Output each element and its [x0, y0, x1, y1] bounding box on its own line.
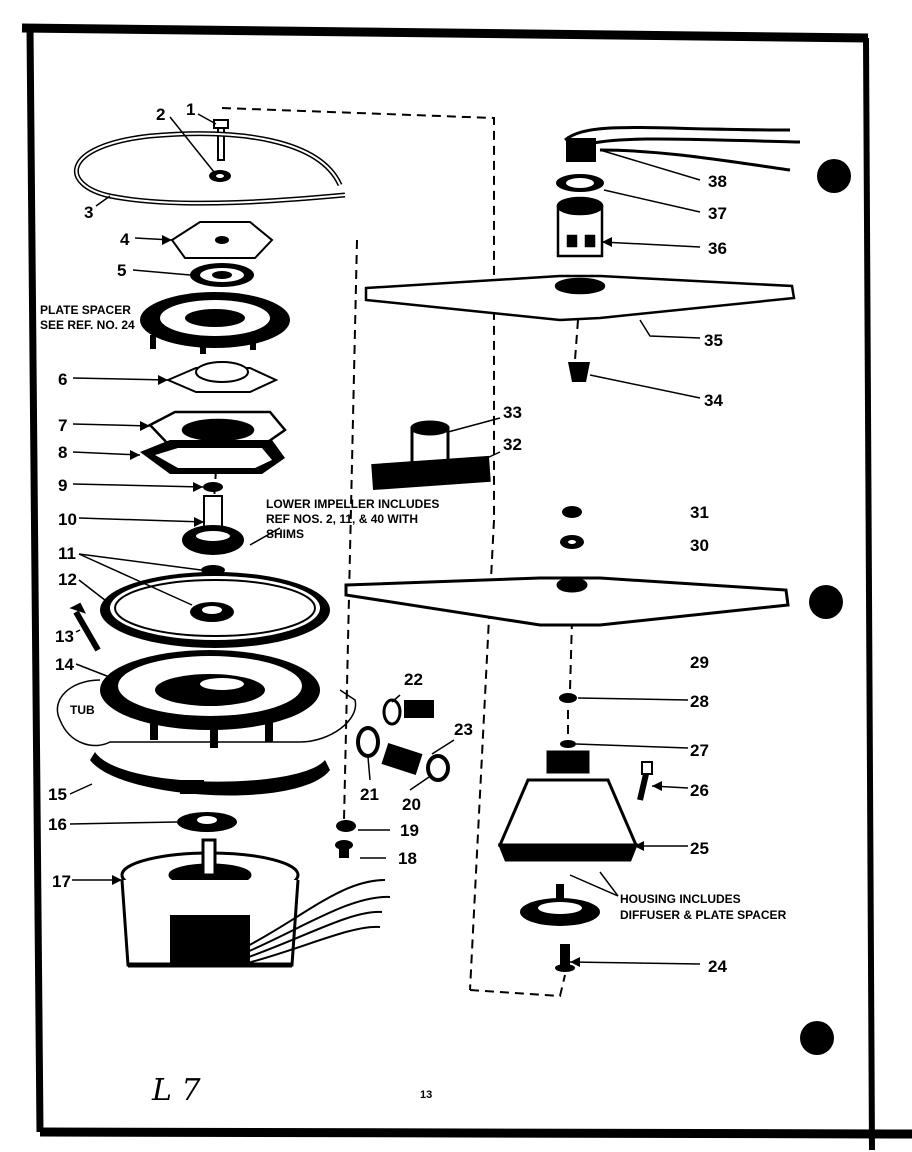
note-tub: TUB: [70, 703, 95, 717]
part-20-clamp: [426, 754, 450, 782]
label-6: 6: [58, 370, 67, 389]
label-4: 4: [120, 230, 130, 249]
part-27-ring: [560, 740, 576, 748]
page-number: 13: [420, 1089, 432, 1101]
label-1: 1: [186, 100, 195, 119]
note-plate-spacer-1: PLATE SPACER: [40, 303, 131, 317]
label-16: 16: [48, 815, 67, 834]
part-12-ring: [100, 572, 330, 648]
page-border: [21, 23, 912, 1151]
label-17: 17: [52, 872, 71, 891]
part-1-screw: [213, 119, 229, 161]
label-10: 10: [58, 510, 77, 529]
part-36-bearing: [556, 196, 604, 258]
tub-outline: [56, 679, 357, 747]
label-23: 23: [454, 720, 473, 739]
note-housing-1: HOUSING INCLUDES: [620, 892, 741, 906]
label-37: 37: [708, 204, 727, 223]
label-15: 15: [48, 785, 67, 804]
arrow-heads: [112, 235, 662, 967]
label-7: 7: [58, 416, 67, 435]
part-21-clamp: [356, 726, 380, 758]
punch-hole-bottom: [800, 1021, 834, 1055]
part-29-lower-spray-arm: [344, 576, 790, 627]
part-18-plug: [335, 840, 353, 858]
part-33-cylinder: [410, 420, 450, 468]
label-9: 9: [58, 476, 67, 495]
part-10-lower-impeller: [182, 495, 244, 555]
label-21: 21: [360, 785, 379, 804]
part-25-housing: [497, 750, 639, 862]
label-2: 2: [156, 105, 165, 124]
callout-notes: PLATE SPACER SEE REF. NO. 24 LOWER IMPEL…: [40, 303, 787, 922]
label-24: 24: [708, 957, 727, 976]
note-lower-impeller-1: LOWER IMPELLER INCLUDES: [266, 497, 439, 511]
label-13: 13: [55, 627, 74, 646]
part-37-gasket: [556, 174, 604, 192]
label-19: 19: [400, 821, 419, 840]
motor-wires: [239, 879, 391, 966]
part-16-seal: [177, 812, 237, 832]
part-34-nut: [568, 362, 590, 382]
part-35-upper-spray-arm: [364, 274, 796, 322]
part-14-pump-base: [100, 650, 320, 748]
part-15-gasket: [90, 752, 330, 796]
part-17-motor: [120, 838, 300, 968]
label-31: 31: [690, 503, 709, 522]
label-18: 18: [398, 849, 417, 868]
punch-hole-middle: [809, 585, 843, 619]
label-20: 20: [402, 795, 421, 814]
note-housing-2: DIFFUSER & PLATE SPACER: [620, 908, 787, 922]
label-26: 26: [690, 781, 709, 800]
part-number-labels: 1 2 3 4 5 6 7 8 9 10 11 12 13 14 15 16 1…: [48, 100, 727, 976]
part-19-washer: [336, 820, 356, 832]
label-12: 12: [58, 570, 77, 589]
label-34: 34: [704, 391, 723, 410]
label-8: 8: [58, 443, 67, 462]
note-lower-impeller-2: REF NOS. 2, 11, & 40 WITH: [266, 512, 418, 526]
label-28: 28: [690, 692, 709, 711]
note-lower-impeller-3: SHIMS: [266, 527, 304, 541]
part-30-washer: [560, 535, 584, 549]
label-22: 22: [404, 670, 423, 689]
part-32-bracket: [371, 455, 491, 491]
part-5-star-washer: [190, 263, 254, 287]
part-38-supply-tube: [564, 126, 801, 172]
part-4-cap: [170, 221, 274, 259]
label-35: 35: [704, 331, 723, 350]
label-27: 27: [690, 741, 709, 760]
handwritten-mark: L 7: [151, 1073, 201, 1108]
label-33: 33: [503, 403, 522, 422]
part-31-nut: [562, 506, 582, 518]
part-6-cover: [165, 361, 279, 393]
part-7-plate: [147, 410, 287, 448]
plate-spacer: [140, 292, 290, 354]
part-26-bolt: [637, 761, 653, 801]
part-24-bolt: [555, 944, 575, 972]
part-9-washer: [203, 482, 223, 492]
part-8-gasket: [140, 440, 285, 474]
label-14: 14: [55, 655, 74, 674]
part-22-hose: [382, 698, 434, 726]
punch-hole-top: [817, 159, 851, 193]
label-25: 25: [690, 839, 709, 858]
leader-lines: [69, 113, 701, 965]
label-36: 36: [708, 239, 727, 258]
label-11: 11: [58, 544, 76, 563]
part-28-washer: [559, 693, 577, 703]
note-plate-spacer-2: SEE REF. NO. 24: [40, 318, 135, 332]
diffuser: [520, 884, 600, 926]
label-29: 29: [690, 653, 709, 672]
label-3: 3: [84, 203, 93, 222]
part-13-bolt: [69, 602, 101, 652]
part-38-fitting: [566, 138, 596, 162]
label-30: 30: [690, 536, 709, 555]
label-32: 32: [503, 435, 522, 454]
label-5: 5: [117, 261, 126, 280]
label-38: 38: [708, 172, 727, 191]
part-23-hose: [381, 742, 423, 776]
